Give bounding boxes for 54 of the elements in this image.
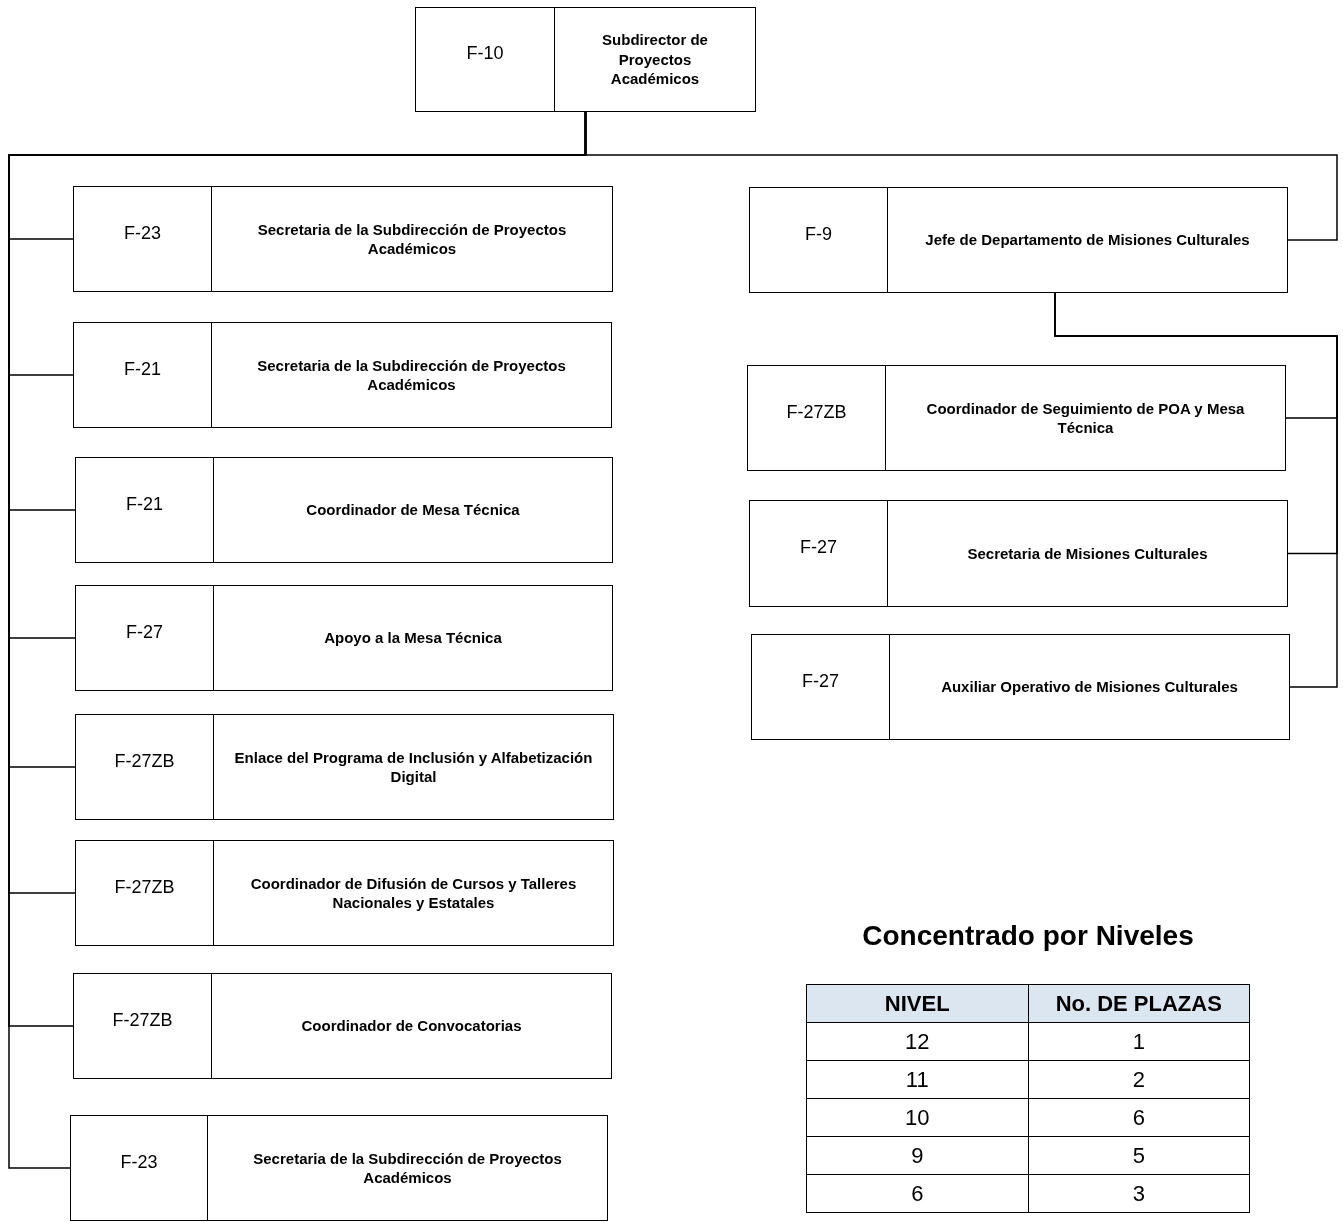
table-value: 6 [1028,1098,1250,1137]
connector-line [584,111,1338,241]
position-title: Secretaria de la Subdirección de Proyectos Académicos [211,187,612,291]
level-code: F-9 [804,222,833,246]
position-title: Auxiliar Operativo de Misiones Culturales [889,635,1289,739]
table-value: 1 [1028,1022,1250,1061]
level-code: F-23 [123,221,162,245]
level-code: F-27 [799,536,838,559]
column-header: NIVEL [806,984,1028,1023]
position-title: Coordinador de Difusión de Cursos y Talleres Nacionales y Estatales [213,841,613,945]
position-box [75,840,614,946]
column-header: No. DE PLAZAS [1028,984,1250,1023]
position-box [73,973,612,1079]
position-title: Secretaria de la Subdirección de Proyectos Académicos [207,1116,607,1220]
position-title: Subdirector de Proyectos Académicos [554,8,755,111]
table-value: 12 [806,1022,1028,1061]
table-value: 3 [1028,1174,1250,1213]
level-code: F-27 [801,669,840,693]
table-value: 6 [806,1174,1028,1213]
table-title: Concentrado por Niveles [861,920,1195,952]
level-code: F-23 [119,1150,159,1174]
position-box [749,187,1288,293]
table-value: 10 [806,1098,1028,1137]
position-title: Coordinador de Convocatorias [211,974,611,1078]
table-value: 11 [806,1060,1028,1099]
level-code: F-21 [125,492,164,516]
position-title: Jefe de Departamento de Misiones Culturales [887,188,1287,292]
level-code: F-27ZB [111,1008,174,1032]
position-title: Secretaria de la Subdirección de Proyectos Académicos [211,323,611,427]
level-code: F-27ZB [785,400,848,424]
position-title: Coordinador de Seguimiento de POA y Mesa Técnica [885,366,1285,470]
position-box [751,634,1290,740]
level-code: F-21 [123,357,162,381]
table-value: 9 [806,1136,1028,1175]
position-title: Coordinador de Mesa Técnica [213,458,612,562]
position-box [747,365,1286,471]
position-title: Secretaria de Misiones Culturales [887,501,1287,606]
position-box [73,186,613,292]
position-box [75,585,613,691]
position-box [75,457,613,563]
position-box [70,1115,608,1221]
position-box [73,322,612,428]
position-title: Apoyo a la Mesa Técnica [213,586,612,690]
level-code: F-27ZB [113,749,176,773]
table-value: 5 [1028,1136,1250,1175]
level-code: F-27 [125,620,164,644]
level-code: F-10 [465,42,505,65]
position-box [415,7,756,112]
level-code: F-27ZB [113,875,176,899]
position-box [749,500,1288,607]
table-value: 2 [1028,1060,1250,1099]
position-box [75,714,614,820]
position-title: Enlace del Programa de Inclusión y Alfabetización Digital [213,715,613,819]
connector-line [1054,292,1338,688]
